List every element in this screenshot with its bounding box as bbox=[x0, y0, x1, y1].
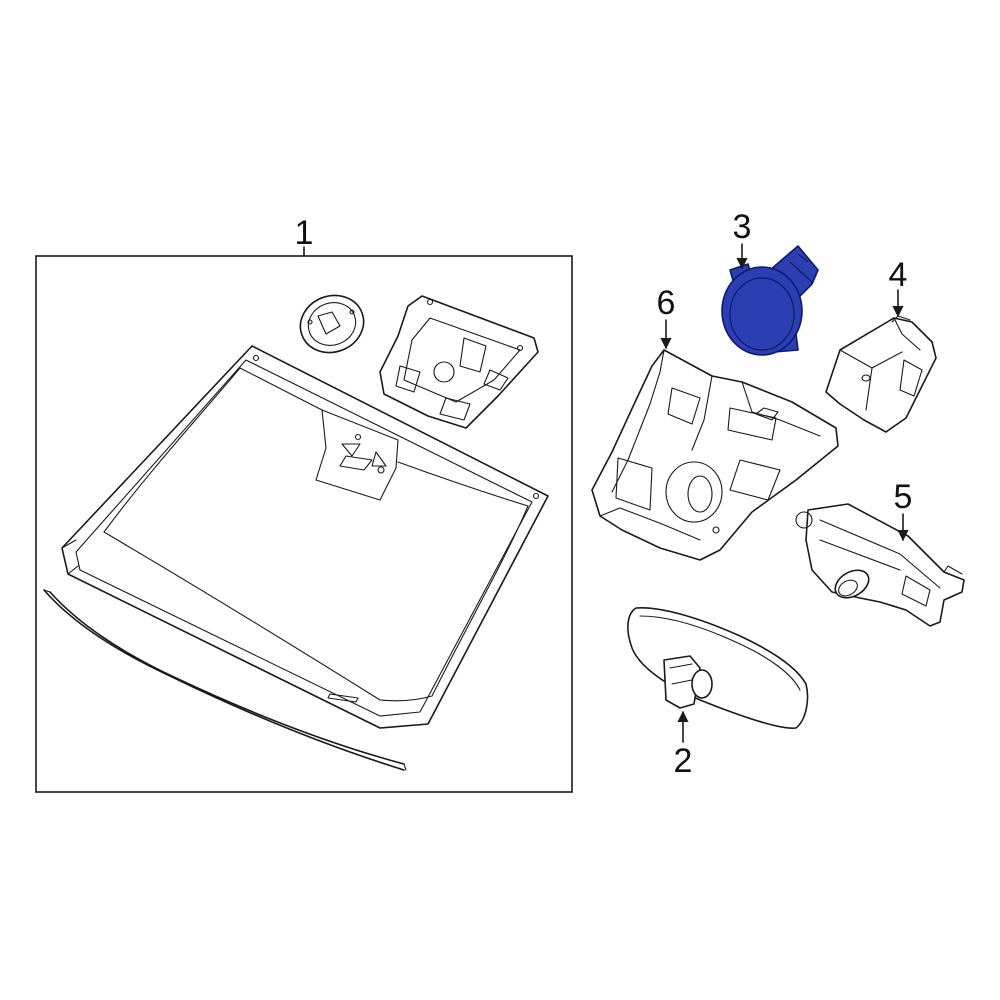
rearview-mirror bbox=[627, 606, 809, 729]
rain-sensor bbox=[721, 245, 819, 356]
callout-1: 1 bbox=[295, 214, 314, 252]
windshield-molding-strip bbox=[43, 589, 407, 771]
sensor-bracket bbox=[825, 315, 937, 433]
sensor-gel-pad bbox=[299, 294, 365, 354]
callout-5: 5 bbox=[894, 478, 913, 516]
callout-6: 6 bbox=[657, 284, 676, 322]
mirror-mount-cover bbox=[591, 349, 839, 561]
camera-module bbox=[795, 503, 965, 627]
windshield-glass bbox=[61, 345, 549, 729]
callout-4: 4 bbox=[889, 256, 908, 294]
sensor-mounting-bracket bbox=[379, 295, 539, 429]
callout-3: 3 bbox=[733, 208, 752, 246]
rain-sensor-body bbox=[721, 266, 803, 356]
callout-2: 2 bbox=[674, 742, 693, 780]
rain-sensor-face bbox=[729, 277, 795, 351]
